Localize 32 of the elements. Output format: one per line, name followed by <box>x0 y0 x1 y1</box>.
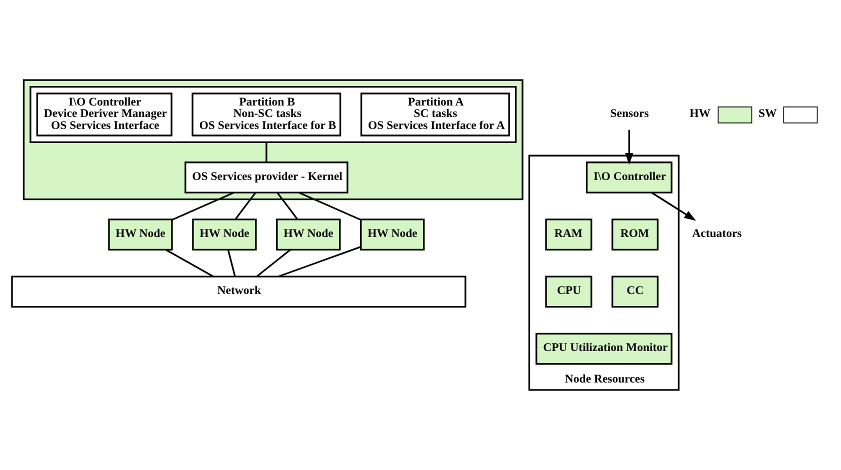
node-box: I\O Controller Device Deriver Manager OS Services Interface <box>36 92 172 136</box>
node-text: Sensors <box>610 106 649 120</box>
connector <box>266 142 268 162</box>
node-box: RAM <box>545 218 592 251</box>
connector <box>256 249 291 278</box>
node-box: CPU Utilization Monitor <box>536 332 672 365</box>
connector <box>166 249 214 278</box>
node-box: Network <box>11 276 466 308</box>
node-box: Partition B Non-SC tasks OS Services Interface for B <box>192 92 342 136</box>
arrow <box>625 130 634 165</box>
node-box: I\O Controller <box>586 162 672 194</box>
node-box: CPU <box>545 276 592 308</box>
connector <box>276 192 298 220</box>
node-box: HW Node <box>108 218 173 251</box>
node-box: Partition A SC tasks OS Services Interface for A <box>360 92 510 136</box>
legend-label: SW <box>758 107 777 120</box>
node-box: HW Node <box>360 218 425 251</box>
cluster <box>22 79 524 200</box>
connector <box>234 192 256 220</box>
node-box: CC <box>612 276 659 308</box>
connector <box>227 250 236 276</box>
connector <box>298 192 362 221</box>
legend-label: HW <box>690 107 711 120</box>
node-box: OS Services provider - Kernel <box>184 162 348 194</box>
cluster <box>30 86 517 144</box>
node-box: HW Node <box>276 218 341 251</box>
connector <box>278 246 361 278</box>
node-box: HW Node <box>192 218 257 251</box>
node-box: ROM <box>612 218 659 251</box>
node-text: Actuators <box>692 226 742 240</box>
arrow <box>651 192 696 221</box>
connector <box>172 192 234 221</box>
